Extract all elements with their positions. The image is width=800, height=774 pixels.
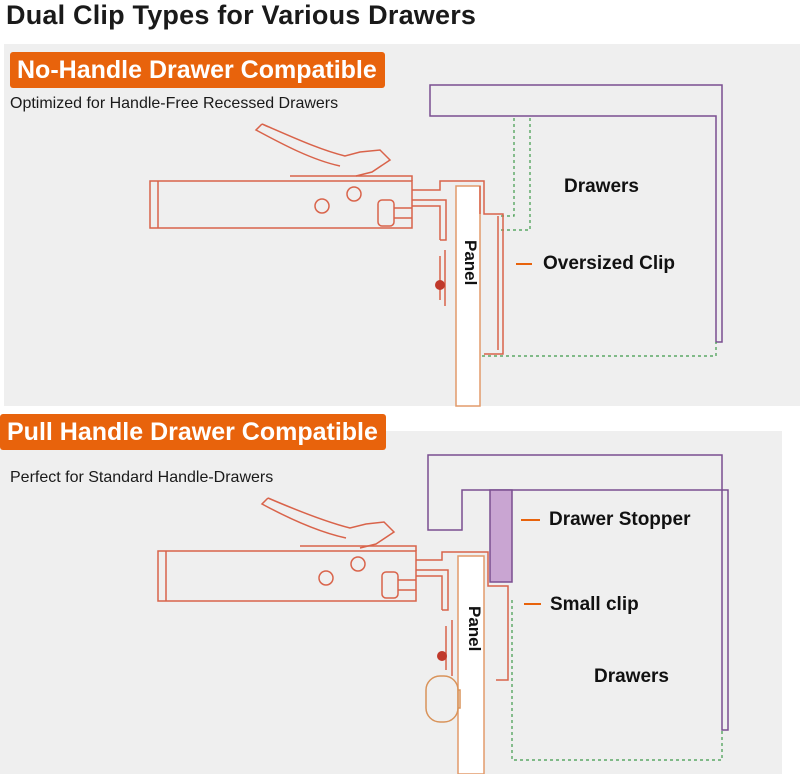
pull-handle-subtitle: Perfect for Standard Handle-Drawers	[10, 469, 274, 486]
drawer-stopper-block	[489, 489, 513, 583]
drawer-handle-knob	[425, 675, 461, 723]
oversized-clip-label: Oversized Clip	[543, 253, 675, 274]
no-handle-panel-board	[455, 185, 481, 407]
pull-handle-panel-board	[457, 555, 485, 774]
no-handle-badge: No-Handle Drawer Compatible	[10, 52, 385, 88]
no-handle-screw-knob-icon	[435, 280, 445, 290]
page-title: Dual Clip Types for Various Drawers	[6, 0, 477, 30]
pull-handle-drawers-label: Drawers	[594, 666, 669, 687]
no-handle-section-background	[4, 44, 800, 406]
no-handle-subtitle: Optimized for Handle-Free Recessed Drawe…	[10, 95, 339, 112]
oversized-clip-shape	[412, 180, 504, 355]
small-clip-shape	[416, 551, 509, 681]
small-clip-label: Small clip	[550, 594, 639, 615]
pull-handle-screw-knob-icon	[437, 651, 447, 661]
no-handle-drawers-label: Drawers	[564, 176, 639, 197]
no-handle-clamp-body	[149, 123, 446, 306]
no-handle-panel-label: Panel	[461, 240, 480, 286]
pull-handle-section-background	[0, 431, 782, 774]
pull-handle-drawer-outline	[427, 454, 729, 731]
pull-handle-panel-label: Panel	[465, 606, 484, 652]
pull-handle-badge: Pull Handle Drawer Compatible	[0, 414, 386, 450]
pull-handle-clamp-body	[157, 497, 453, 676]
pull-handle-guide-dashed	[511, 600, 723, 761]
no-handle-guide-dashed	[482, 118, 717, 357]
drawer-stopper-label: Drawer Stopper	[549, 509, 691, 530]
